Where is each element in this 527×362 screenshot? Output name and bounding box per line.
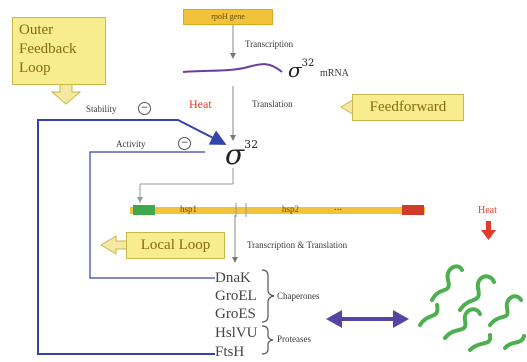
activity-inhibition-icon: −	[178, 137, 191, 150]
feedforward-label: Feedforward	[369, 99, 447, 115]
local-loop-label: Local Loop	[140, 237, 211, 253]
gene-groes: GroES	[215, 306, 256, 322]
sigma-symbol: σ	[288, 58, 302, 82]
chaperones-brace	[261, 269, 275, 323]
hsp1-label: hsp1	[180, 204, 198, 214]
operon-promoter	[133, 205, 155, 215]
gene-groel: GroEL	[215, 288, 257, 304]
activity-label: Activity	[116, 139, 146, 149]
mrna-label: mRNA	[320, 68, 349, 79]
unfolded-proteins	[418, 264, 526, 352]
sigma-superscript: 32	[244, 138, 259, 151]
stability-inhibition-icon: −	[138, 102, 151, 115]
outer-feedback-line	[37, 119, 227, 355]
operon-bar	[130, 207, 425, 214]
sigma-superscript: 32	[301, 58, 315, 69]
rpoh-gene-label: rpoH gene	[211, 12, 245, 21]
outer-feedback-arrow	[50, 83, 82, 105]
mrna-squiggle	[182, 63, 283, 73]
local-loop-arrow	[100, 235, 129, 255]
gene-ftsh: FtsH	[215, 344, 245, 360]
local-loop-box: Local Loop	[126, 232, 225, 259]
gene-dnak: DnaK	[215, 270, 251, 286]
stability-label: Stability	[86, 104, 117, 114]
proteases-brace	[261, 325, 274, 355]
transcription-label: Transcription	[245, 39, 294, 49]
gene-hslvu: HslVU	[215, 325, 258, 341]
proteases-label: Proteases	[277, 334, 311, 344]
interaction-arrow-right-head	[393, 310, 409, 328]
sigma32-mrna-symbol: σ32	[288, 58, 314, 82]
outer-feedback-loop-box: Outer Feedback Loop	[12, 17, 106, 85]
feedforward-box: Feedforward	[352, 94, 464, 121]
heat-top-label: Heat	[189, 97, 212, 111]
outer-feedback-loop-label: Outer Feedback Loop	[19, 22, 77, 76]
sigma32-protein-symbol: σ32	[225, 138, 258, 171]
heat-arrow-shaft	[486, 221, 491, 231]
translation-label: Translation	[252, 99, 293, 109]
operon-terminator	[402, 205, 424, 215]
transcription-translation-label: Transcription & Translation	[247, 240, 348, 250]
activity-feedback-line	[89, 151, 215, 279]
rpoh-gene-box: rpoH gene	[183, 9, 273, 25]
chaperones-label: Chaperones	[277, 291, 320, 301]
heat-right-label: Heat	[478, 205, 497, 216]
sigma-symbol: σ	[225, 138, 245, 171]
heat-arrow-head	[481, 230, 496, 240]
hsp2-label: hsp2	[282, 204, 300, 214]
operon-ellipsis: ...	[334, 201, 343, 213]
interaction-arrow-left-head	[326, 310, 342, 328]
